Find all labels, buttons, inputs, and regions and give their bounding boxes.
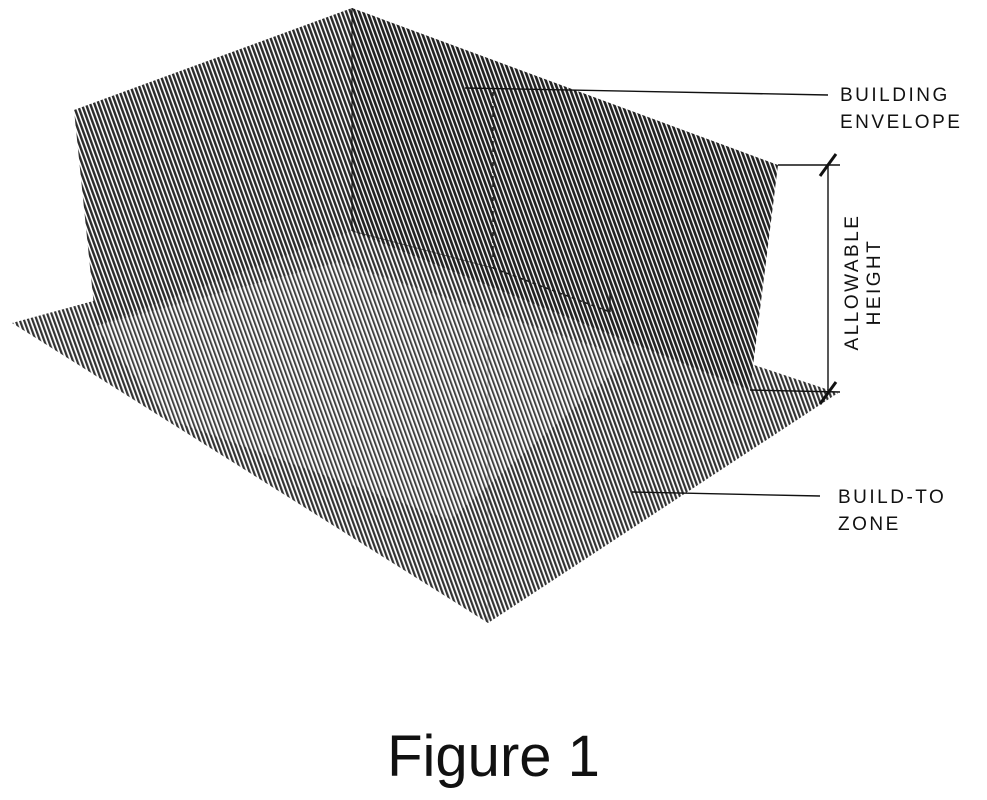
allowable-height-dimension <box>749 153 841 405</box>
build-to-zone-label-1: BUILD-TO <box>838 487 946 508</box>
building-envelope-label-2: ENVELOPE <box>840 112 962 133</box>
allowable-height-label-2: HEIGHT <box>864 239 885 326</box>
back-right-wall <box>352 8 778 390</box>
allowable-height-label-1: ALLOWABLE <box>842 214 863 351</box>
back-left-wall <box>74 8 352 326</box>
building-envelope-leader <box>464 87 829 96</box>
inner-floor-edge <box>351 230 494 269</box>
build-to-zone-leader <box>631 491 821 497</box>
figure-caption: Figure 1 <box>387 724 600 789</box>
ground-interior <box>95 262 630 520</box>
build-to-zone-label-2: ZONE <box>838 514 901 535</box>
building-envelope-label-1: BUILDING <box>840 85 950 106</box>
